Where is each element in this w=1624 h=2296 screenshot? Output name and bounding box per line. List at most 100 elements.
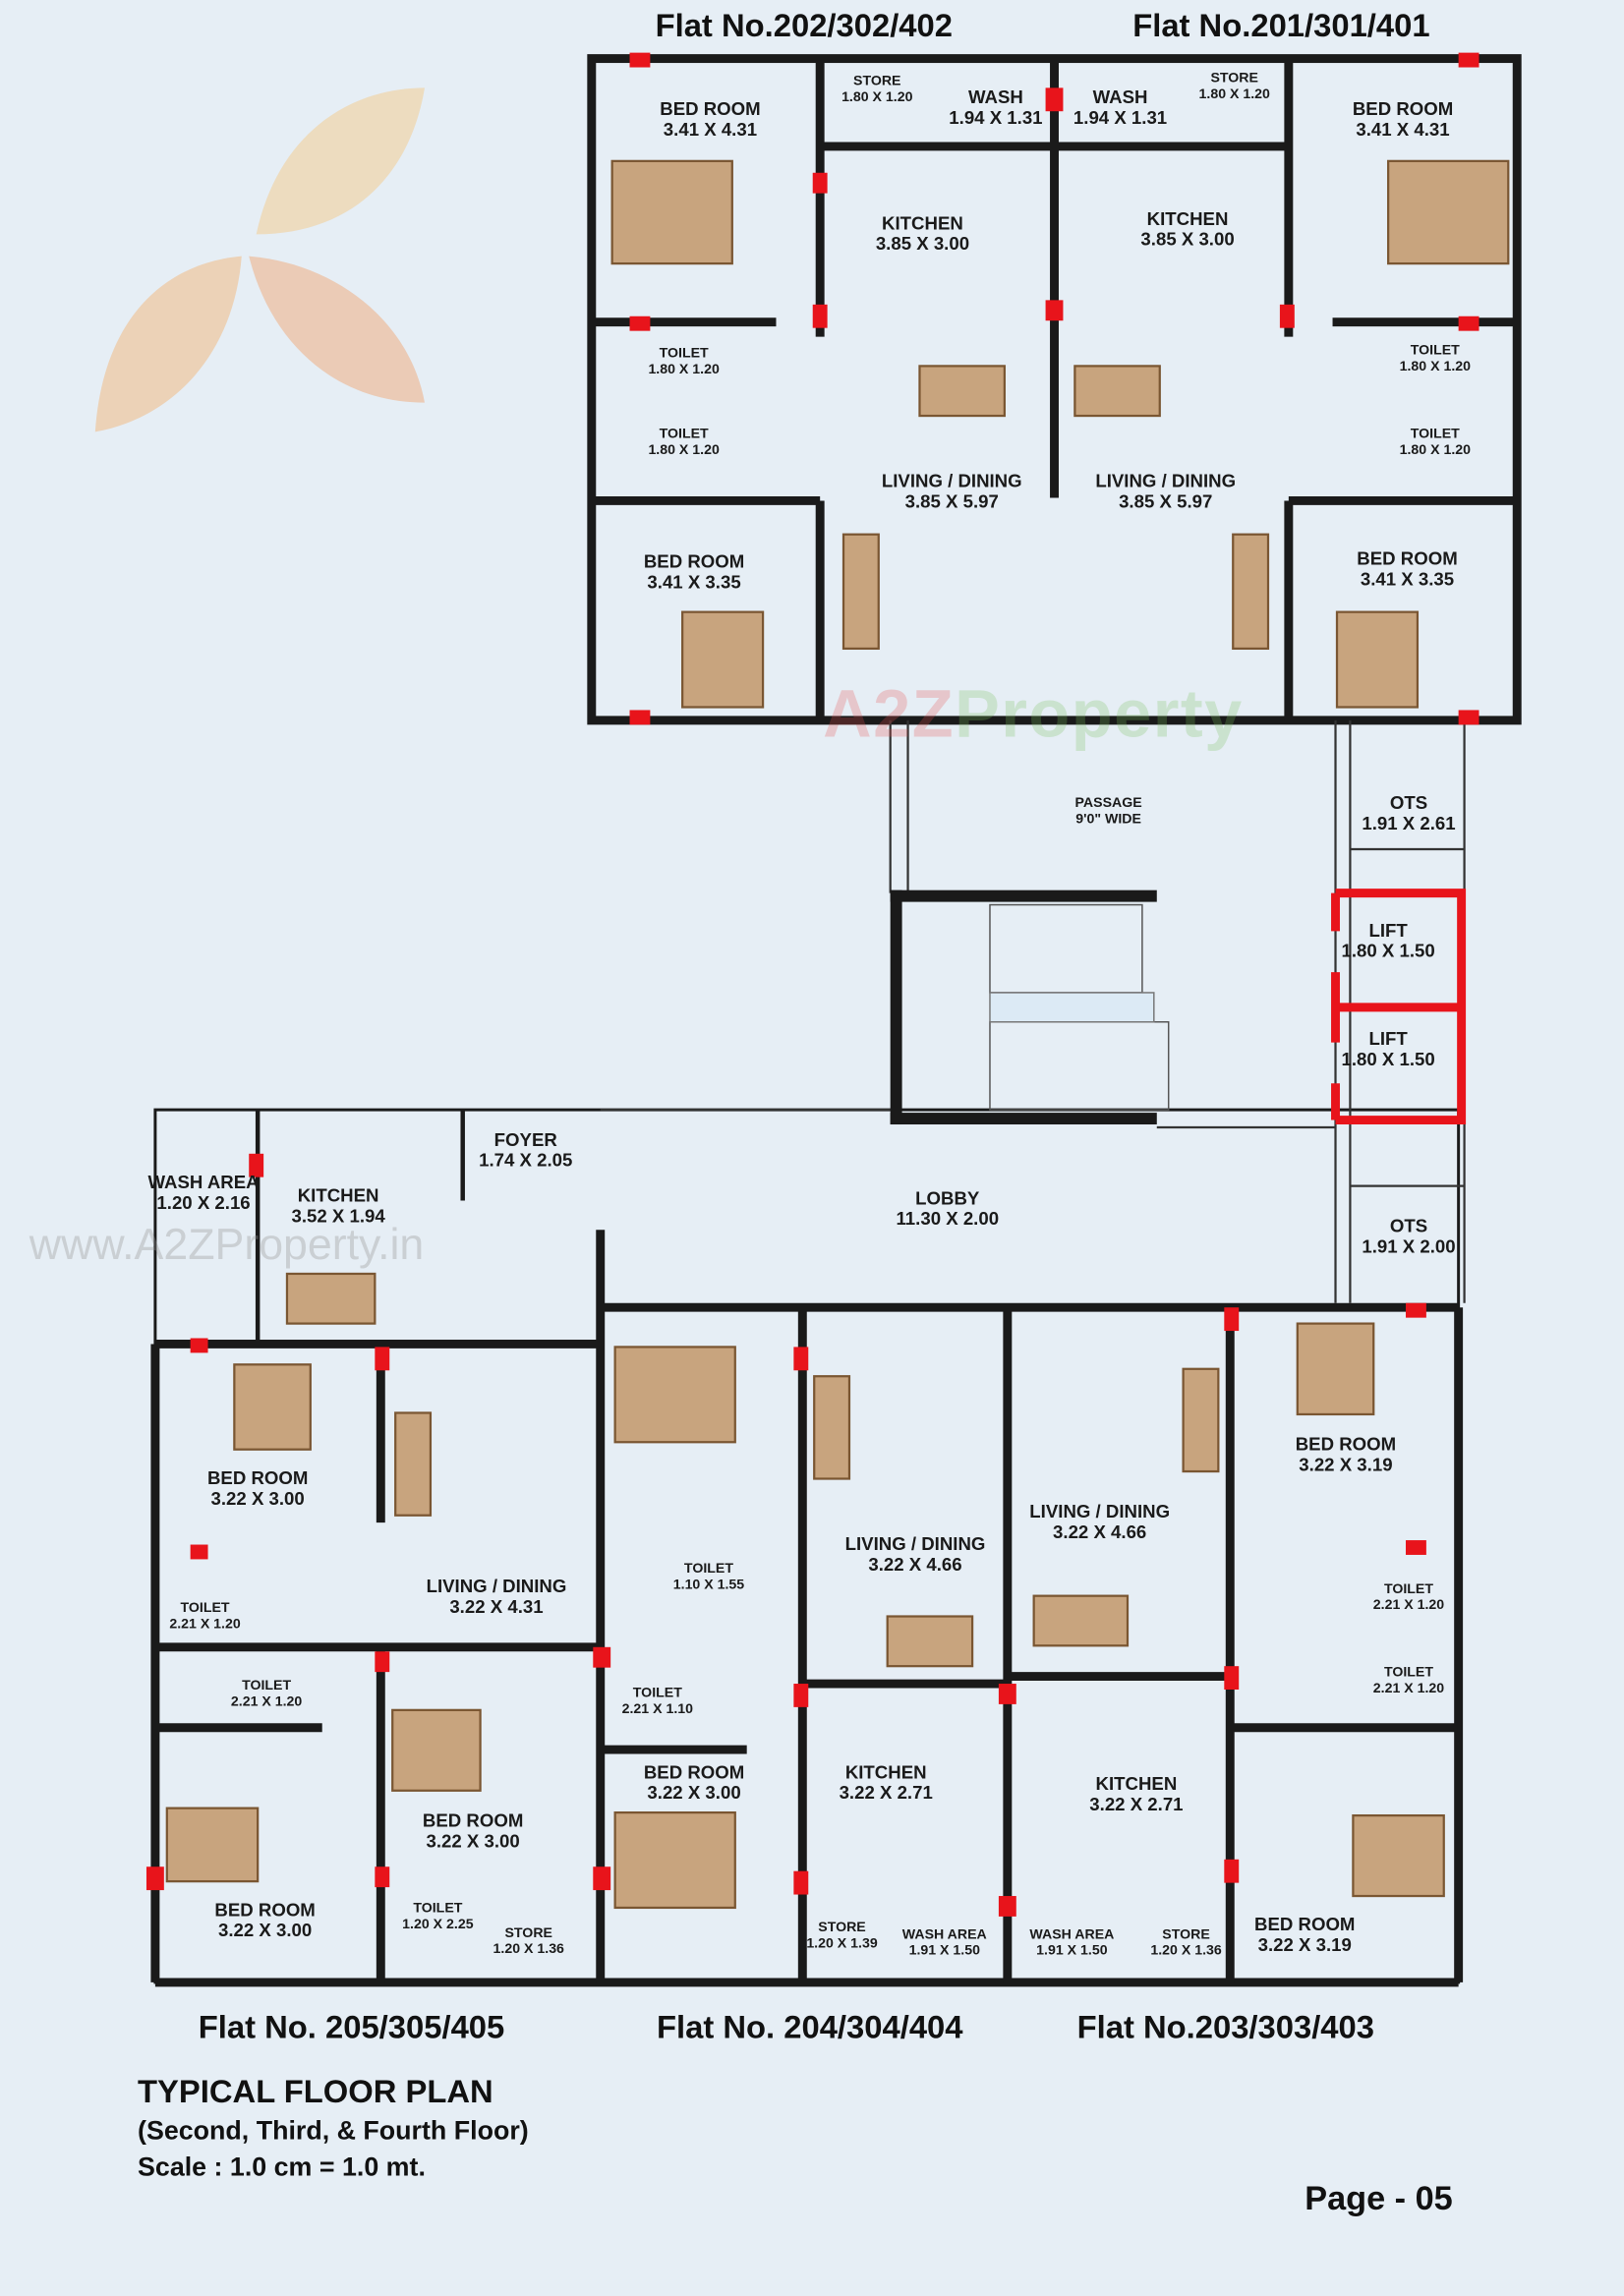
room-dimensions: 1.80 X 1.20 [648,441,720,459]
room-dimensions: 3.41 X 3.35 [647,572,741,594]
room-name: STORE [818,1919,866,1936]
room-name: OTS [1389,792,1428,814]
room-dimensions: 1.94 X 1.31 [949,108,1043,130]
room-dimensions: 3.41 X 4.31 [1356,120,1450,142]
room-name: LIVING / DINING [881,471,1022,491]
room-name: BED ROOM [206,1467,309,1489]
room-name: LIFT [1368,920,1408,942]
room-dimensions: 1.80 X 1.50 [1341,941,1435,962]
room-name: PASSAGE [1074,794,1142,812]
room-name: KITCHEN [1095,1773,1178,1795]
room-name: BED ROOM [660,98,761,120]
room-name: LIVING / DINING [426,1576,567,1597]
room-dimensions: 1.74 X 2.05 [479,1150,573,1172]
room-name: TOILET [180,1600,230,1617]
room-dimensions: 2.21 X 1.10 [621,1700,694,1718]
room-name: LOBBY [915,1187,980,1209]
page-number: Page - 05 [1305,2178,1453,2217]
room-dimensions: 3.22 X 2.71 [839,1783,933,1805]
room-name: TOILET [1410,426,1460,442]
room-dimensions: 3.52 X 1.94 [291,1206,385,1228]
room-dimensions: 3.85 X 3.00 [875,234,970,256]
room-name: STORE [853,73,901,89]
room-name: STORE [1210,70,1258,87]
room-name: KITCHEN [844,1761,927,1783]
room-dimensions: 3.85 X 3.00 [1140,229,1235,251]
flat-label-bottom-left: Flat No. 205/305/405 [198,2008,505,2045]
room-name: TOILET [1383,1580,1434,1598]
room-name: LIFT [1368,1028,1408,1050]
lifts [1331,889,1467,1125]
flat-label-top-right: Flat No.201/301/401 [1132,7,1430,44]
room-name: TOILET [659,345,709,363]
room-dimensions: 3.22 X 3.00 [217,1921,313,1942]
room-dimensions: 1.94 X 1.31 [1073,108,1168,130]
room-name: BED ROOM [1254,1914,1356,1935]
room-name: STORE [1162,1926,1210,1943]
room-name: TOILET [683,1561,733,1578]
room-name: OTS [1389,1216,1428,1237]
room-name: WASH AREA [901,1926,987,1943]
staircase [890,890,1170,1125]
room-dimensions: 1.80 X 1.20 [841,88,913,106]
room-dimensions: 3.41 X 4.31 [663,120,758,142]
room-dimensions: 1.91 X 1.50 [1036,1942,1108,1960]
room-name: BED ROOM [1357,548,1458,569]
room-name: LIVING / DINING [1029,1501,1171,1522]
room-name: WASH [1092,86,1148,108]
room-name: KITCHEN [1146,208,1229,230]
room-dimensions: 2.21 X 1.20 [1372,1597,1445,1614]
room-dimensions: 1.80 X 1.20 [648,361,720,378]
flat-label-bottom-right: Flat No.203/303/403 [1076,2008,1375,2045]
room-dimensions: 1.20 X 2.25 [402,1916,474,1933]
room-dimensions: 1.20 X 1.36 [1150,1942,1222,1960]
columns [145,52,1479,1917]
room-name: WASH AREA [1029,1926,1115,1943]
room-name: STORE [504,1924,552,1942]
room-dimensions: 3.22 X 4.31 [449,1597,544,1619]
room-name: LIVING / DINING [844,1533,986,1555]
room-dimensions: 3.85 X 5.97 [1119,491,1213,513]
room-name: BED ROOM [643,551,745,572]
room-dimensions: 3.85 X 5.97 [904,491,999,513]
room-dimensions: 1.80 X 1.20 [1399,441,1472,459]
room-name: TOILET [632,1685,682,1702]
room-name: BED ROOM [422,1810,524,1831]
watermark-url: www.A2ZProperty.in [29,1221,425,1270]
room-name: BED ROOM [643,1761,745,1783]
room-dimensions: 9'0" WIDE [1075,811,1141,828]
room-name: BED ROOM [1352,98,1454,120]
